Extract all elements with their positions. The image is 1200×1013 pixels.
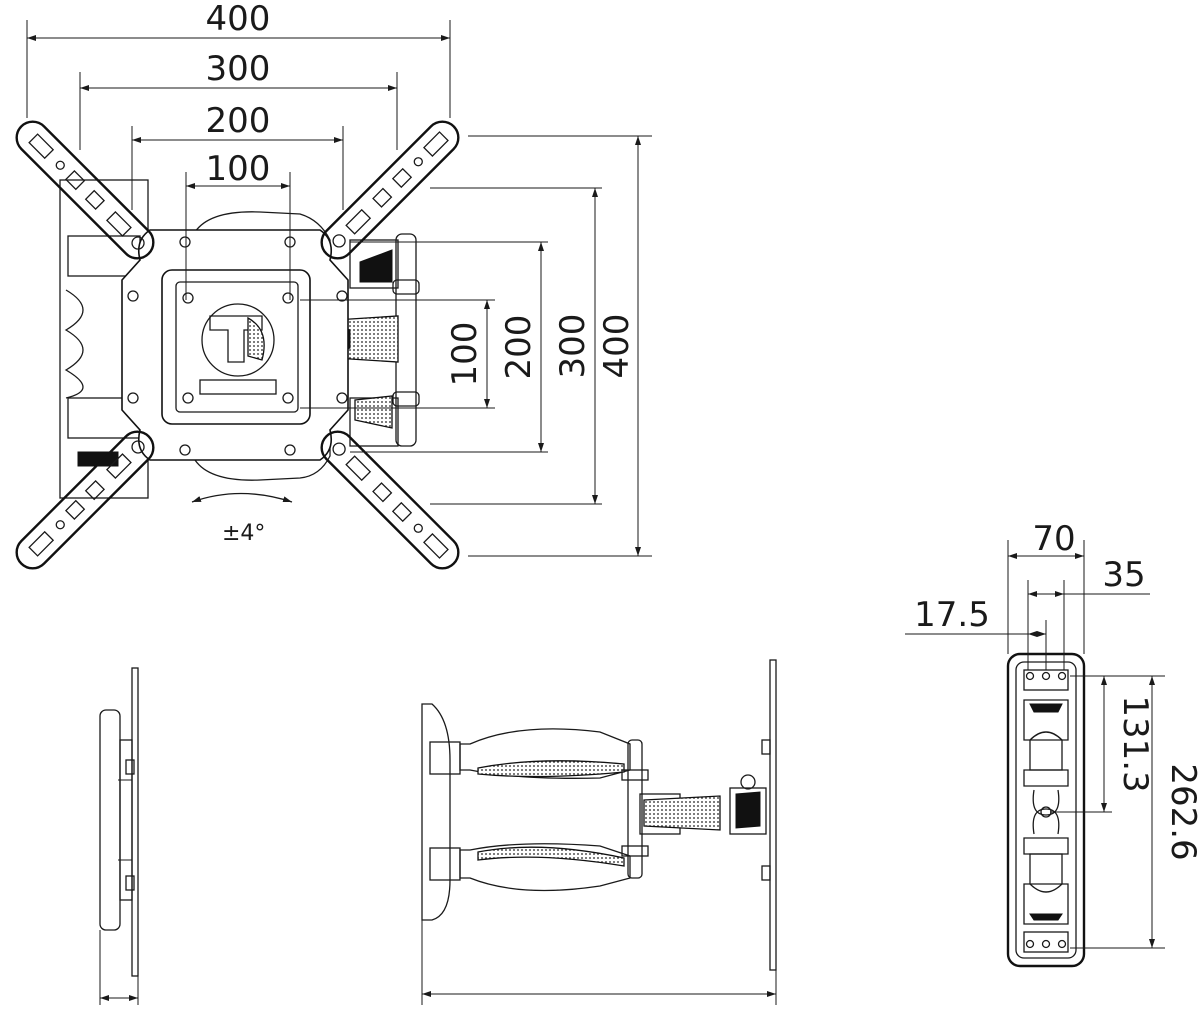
dim-v-200: 200 xyxy=(499,315,539,380)
horizontal-dimensions: 400 300 200 100 xyxy=(26,0,451,300)
dim-h-131-3: 131.3 xyxy=(1115,695,1155,792)
dim-h-100: 100 xyxy=(206,149,271,189)
dim-h-400: 400 xyxy=(206,0,271,39)
vesa-plate xyxy=(121,229,349,461)
dim-v-100: 100 xyxy=(445,322,485,387)
dim-h-300: 300 xyxy=(206,49,271,89)
tilt-label: ±4° xyxy=(222,521,265,546)
bracket-arms xyxy=(15,120,460,570)
dim-h-200: 200 xyxy=(206,101,271,141)
dim-h-262-6: 262.6 xyxy=(1163,763,1200,860)
front-view: ±4° 400 300 200 100 100 xyxy=(15,0,652,570)
dim-w-17-5: 17.5 xyxy=(914,595,990,635)
end-view-wall-plate: 70 35 17.5 131.3 262.6 xyxy=(905,519,1200,968)
tilt-arrow: ±4° xyxy=(191,492,293,546)
side-view-extended xyxy=(421,659,777,1005)
dim-v-300: 300 xyxy=(553,314,593,379)
dim-w-70: 70 xyxy=(1032,519,1075,559)
vertical-dimensions: 100 200 300 400 xyxy=(300,135,652,557)
side-view-collapsed xyxy=(99,667,139,1005)
dim-w-35: 35 xyxy=(1102,555,1145,595)
dim-v-400: 400 xyxy=(597,314,637,379)
